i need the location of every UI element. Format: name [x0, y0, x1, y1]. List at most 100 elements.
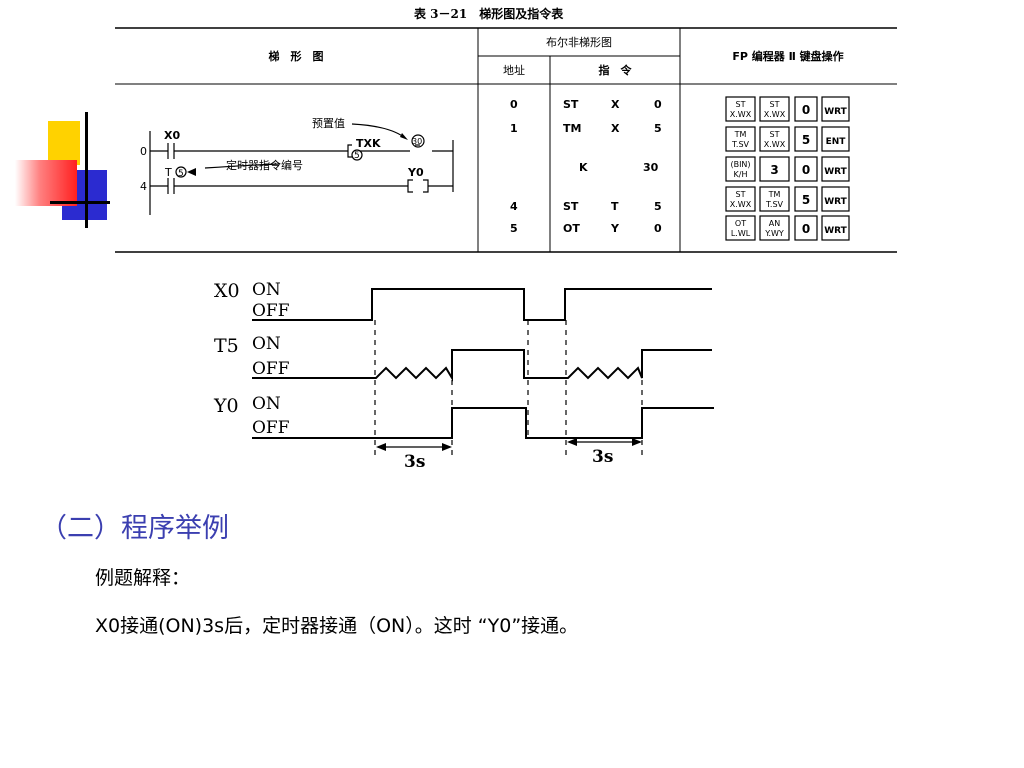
key-label-1-2: 5: [802, 133, 810, 147]
delay-arrows: [378, 441, 640, 448]
row-3-val: 5: [654, 200, 662, 213]
timing-waveforms: [252, 288, 714, 439]
table-title: 表 3－21 梯形图及指令表: [414, 7, 564, 21]
row-3-addr: 4: [510, 200, 518, 213]
signal-y0-off: OFF: [252, 418, 290, 438]
key-label-0-0: ST: [736, 100, 746, 109]
key-label-0-1: X.WX: [764, 110, 786, 119]
key-0-3: [821, 96, 850, 122]
key-1-0: [725, 126, 756, 152]
key-label-2-2: 0: [802, 163, 810, 177]
key-label-3-0: ST: [736, 190, 746, 199]
key-label-0-1: ST: [770, 100, 780, 109]
row-4-arg: Y: [610, 222, 620, 235]
key-label-4-0: OT: [735, 219, 746, 228]
key-label-2-0: (BIN): [730, 160, 750, 169]
arrow-preset: [400, 133, 408, 140]
key-label-1-1: ST: [770, 130, 780, 139]
row-0-arg: X: [611, 98, 620, 111]
row-1-arg: X: [611, 122, 620, 135]
deco-yellow-square: [48, 121, 80, 165]
key-label-1-3: ENT: [826, 137, 847, 147]
key-label-3-3: WRT: [824, 197, 847, 207]
signal-x0-on: ON: [252, 280, 281, 300]
key-2-1: [759, 156, 790, 182]
timing-diagram: X0 ON OFF T5 ON OFF Y0 ON OFF 3s 3s: [213, 280, 714, 472]
delay-label-2: 3s: [592, 447, 613, 467]
waveform-y0: [252, 407, 714, 439]
key-3-0: [725, 186, 756, 212]
ladder-y0: Y0: [407, 166, 424, 179]
key-label-2-1: 3: [770, 163, 778, 177]
signal-x0-off: OFF: [252, 301, 290, 321]
key-label-2-0: K/H: [734, 170, 748, 179]
header-boolean-ladder: 布尔非梯形图: [546, 36, 612, 49]
header-address: 地址: [503, 63, 525, 77]
row-2-val: 30: [643, 161, 659, 174]
ladder-rung4: 4: [140, 180, 147, 193]
row-2-op: K: [579, 161, 588, 174]
key-0-2: [794, 96, 818, 122]
signal-t5-off: OFF: [252, 359, 290, 379]
row-0-addr: 0: [510, 98, 518, 111]
arrow-delay-2-left: [567, 438, 577, 446]
row-1-val: 5: [654, 122, 662, 135]
key-1-1: [759, 126, 790, 152]
example-label: 例题解释：: [95, 567, 191, 589]
arrow-timer-num: [187, 168, 196, 176]
key-label-1-1: X.WX: [764, 140, 786, 149]
ladder-table: 梯 形 图 布尔非梯形图 地址 指 令 FP 编程器 Ⅱ 键盘操作 0 4 X0…: [115, 27, 897, 253]
waveform-t5: [252, 349, 712, 382]
deco-red-square: [15, 160, 77, 206]
key-0-1: [759, 96, 790, 122]
key-label-2-3: WRT: [824, 167, 847, 177]
key-label-4-2: 0: [802, 222, 810, 236]
key-4-1: [759, 215, 790, 241]
key-label-1-0: T.SV: [731, 140, 750, 149]
key-1-3: [821, 126, 850, 152]
key-label-4-1: AN: [769, 219, 780, 228]
timing-guides: [374, 320, 643, 455]
row-3-op: ST: [563, 200, 579, 213]
key-label-4-0: L.WL: [731, 229, 751, 238]
arrow-delay-2-right: [632, 438, 642, 446]
ladder-txk: TXK: [356, 137, 381, 150]
signal-t5-name: T5: [214, 335, 239, 357]
key-label-0-0: X.WX: [730, 110, 752, 119]
signal-t5-on: ON: [252, 334, 281, 354]
deco-horizontal-line: [50, 201, 110, 204]
key-0-0: [725, 96, 756, 122]
ladder-diagram: [149, 123, 454, 215]
row-0-op: ST: [563, 98, 579, 111]
row-4-val: 0: [654, 222, 662, 235]
waveform-x0: [252, 288, 712, 321]
key-label-3-1: T.SV: [765, 200, 784, 209]
key-label-0-3: WRT: [824, 107, 847, 117]
deco-vertical-line: [85, 112, 88, 228]
header-fp-keyboard: FP 编程器 Ⅱ 键盘操作: [732, 49, 843, 63]
ladder-t: T: [164, 166, 172, 179]
key-label-3-0: X.WX: [730, 200, 752, 209]
key-4-0: [725, 215, 756, 241]
row-4-op: OT: [563, 222, 580, 235]
ladder-txk-num: 5: [354, 151, 360, 161]
signal-y0-name: Y0: [213, 395, 239, 417]
instruction-rows: 0 ST X 0 1 TM X 5 K 30 4 ST T 5 5 OT Y 0: [510, 98, 662, 235]
key-3-2: [794, 186, 818, 212]
key-2-0: [725, 156, 756, 182]
row-3-arg: T: [611, 200, 619, 213]
ladder-rung0: 0: [140, 145, 147, 158]
arrow-delay-1-right: [442, 443, 452, 451]
key-4-3: [821, 215, 850, 241]
key-label-3-2: 5: [802, 193, 810, 207]
key-1-2: [794, 126, 818, 152]
signal-x0-name: X0: [214, 280, 240, 302]
key-label-0-2: 0: [802, 103, 810, 117]
ladder-preset: 预置值: [312, 117, 345, 130]
header-instruction: 指 令: [599, 63, 633, 77]
signal-y0-on: ON: [252, 394, 281, 414]
delay-label-1: 3s: [404, 452, 425, 472]
row-1-addr: 1: [510, 122, 518, 135]
ladder-timer-circle-num: 5: [178, 169, 184, 179]
